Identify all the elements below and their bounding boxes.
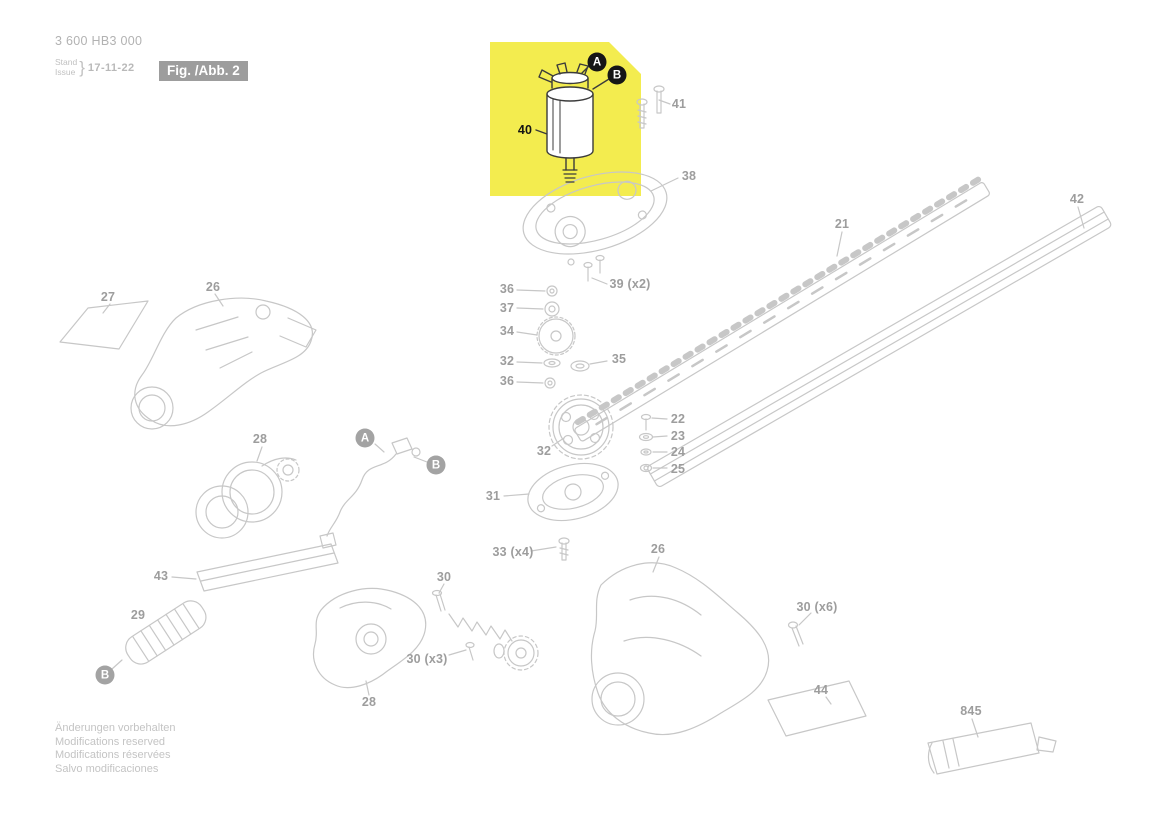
callout-B: B — [426, 455, 446, 475]
part-label-26: 26 — [650, 542, 666, 556]
footer-line-es: Salvo modificaciones — [55, 762, 159, 775]
part-label-28: 28 — [361, 695, 377, 709]
part-drawing-gear-stack — [536, 285, 590, 389]
part-label-40: 40 — [517, 123, 533, 137]
part-label-30: 30 — [436, 570, 452, 584]
part-label-44: 44 — [813, 683, 829, 697]
part-label-37: 37 — [499, 301, 515, 315]
figure-label: Fig. /Abb. 2 — [159, 61, 248, 81]
part-drawing-41 — [636, 85, 665, 129]
part-label-25: 25 — [670, 462, 686, 476]
part-drawing-28-upper — [195, 457, 300, 539]
part-drawing-39 — [567, 254, 605, 282]
part-label-24: 24 — [670, 445, 686, 459]
part-drawing-33 — [558, 537, 570, 561]
part-label-29: 29 — [130, 608, 146, 622]
part-label-28: 28 — [252, 432, 268, 446]
part-drawing-40-motor — [535, 62, 610, 183]
part-drawing-27 — [59, 300, 149, 350]
part-drawing-26-upper — [130, 297, 317, 430]
part-label-34: 34 — [499, 324, 515, 338]
part-label-21: 21 — [834, 217, 850, 231]
footer-notice: Änderungen vorbehalten Modifications res… — [55, 722, 175, 776]
part-label-42: 42 — [1069, 192, 1085, 206]
part-label-43: 43 — [153, 569, 169, 583]
stand-label: Stand — [55, 57, 78, 67]
part-label-26: 26 — [205, 280, 221, 294]
part-drawing-28-lower — [313, 587, 539, 689]
brace-glyph: } — [79, 58, 85, 77]
footer-line-fr: Modifications réservées — [55, 749, 171, 761]
part-drawing-31 — [527, 462, 619, 522]
part-label-32: 32 — [536, 444, 552, 458]
part-label-30-(x3): 30 (x3) — [406, 652, 448, 666]
part-drawing-26-lower — [590, 562, 770, 736]
part-drawing-42 — [647, 205, 1112, 488]
part-label-35: 35 — [611, 352, 627, 366]
part-drawing-43 — [196, 543, 339, 592]
issue-label: Issue — [55, 66, 76, 77]
part-label-30-(x6): 30 (x6) — [796, 600, 838, 614]
part-drawing-29 — [125, 600, 207, 665]
part-label-38: 38 — [681, 169, 697, 183]
callout-A: A — [355, 428, 375, 448]
part-label-41: 41 — [671, 97, 687, 111]
part-drawing-38 — [522, 171, 668, 255]
part-drawing-32-gear — [548, 394, 614, 460]
callout-A: A — [587, 52, 607, 72]
part-label-31: 31 — [485, 489, 501, 503]
part-drawing-845 — [927, 722, 1057, 775]
part-label-36: 36 — [499, 282, 515, 296]
part-drawing-21 — [574, 175, 990, 442]
part-drawing-44 — [767, 680, 867, 737]
part-label-845: 845 — [960, 704, 982, 718]
issue-date: 17-11-22 — [87, 61, 135, 74]
part-drawing-30x6 — [787, 621, 804, 647]
callout-B: B — [95, 665, 115, 685]
part-drawing-cable — [319, 437, 421, 549]
part-label-27: 27 — [100, 290, 116, 304]
part-label-33-(x4): 33 (x4) — [492, 545, 534, 559]
part-label-36: 36 — [499, 374, 515, 388]
callout-B: B — [607, 65, 627, 85]
issue-block: Stand Issue } 17-11-22 — [55, 57, 135, 77]
part-label-23: 23 — [670, 429, 686, 443]
footer-line-de: Änderungen vorbehalten — [55, 722, 176, 734]
part-label-22: 22 — [670, 412, 686, 426]
part-drawing-22-25 — [638, 413, 654, 473]
part-label-39-(x2): 39 (x2) — [609, 277, 651, 291]
document-number: 3 600 HB3 000 — [55, 34, 143, 48]
part-label-32: 32 — [499, 354, 515, 368]
footer-line-en: Modifications reserved — [55, 735, 166, 748]
